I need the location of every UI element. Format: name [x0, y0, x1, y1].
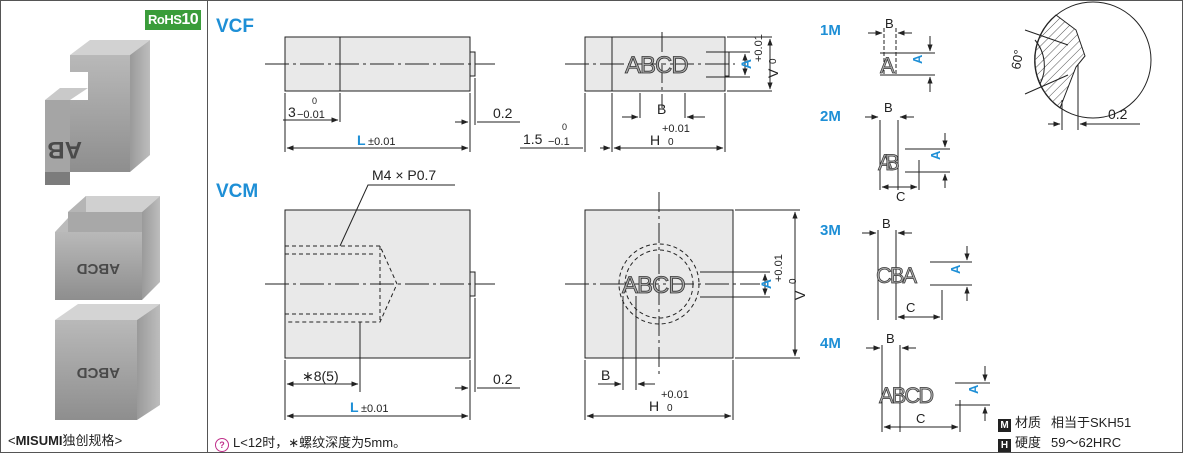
mark-3m-c: C [906, 300, 915, 315]
photo-stamp-4m: ABCD [55, 304, 160, 420]
vcm-side-view [265, 184, 520, 420]
tip-detail [1024, 1, 1152, 130]
mark-2m-glyph-a: A [878, 150, 893, 175]
rohs-badge: RoHS10 [145, 10, 202, 30]
title-vcf: VCF [216, 16, 254, 37]
mark-type-3m: 3M [820, 222, 841, 239]
mark-4m-glyph: ABCD [879, 383, 933, 408]
mark-3m-b: B [882, 216, 891, 231]
vcf-v-tol: +0.01 [753, 34, 765, 62]
vcf-a-label: A [738, 59, 754, 69]
mark-2m-a: A [928, 150, 943, 160]
vcm-h-tol: +0.01 [661, 389, 689, 401]
mark-2m-c: C [896, 189, 905, 204]
vcm-l-label: L [350, 399, 359, 415]
vcf-15-zero: 0 [562, 122, 567, 132]
mark-type-4m: 4M [820, 335, 841, 352]
mark-2m-glyph-b: B [885, 150, 900, 175]
photo-stamp-2m: ABCD [55, 196, 160, 300]
vcm-thread-label: M4 × P0.7 [372, 167, 436, 183]
vcf-3-tol: −0.01 [297, 109, 325, 121]
mark-4m-diagram [866, 345, 990, 432]
photo-stamp-1m-letters: AB [47, 136, 82, 163]
vcf-h-label: H [650, 132, 660, 148]
mark-type-1m: 1M [820, 22, 841, 39]
vcm-b-label: B [601, 367, 610, 383]
tip-angle: 60° [1008, 49, 1026, 71]
vcf-front-view [520, 32, 773, 152]
vcf-v-tol-zero: 0 [768, 58, 779, 64]
vcf-3-tol-zero: 0 [312, 96, 317, 106]
material-icon: M [998, 419, 1011, 432]
vcm-v-tol: +0.01 [773, 254, 785, 282]
mark-1m-a: A [910, 54, 925, 64]
vcf-3-label: 3 [288, 104, 296, 120]
vcm-h-tol-zero: 0 [667, 403, 673, 414]
mark-3m-a: A [948, 264, 963, 274]
vcm-v-tol-zero: 0 [788, 278, 799, 284]
vcf-l-label: L [357, 132, 366, 148]
vcf-l-tol: ±0.01 [368, 136, 395, 148]
vcf-02-label: 0.2 [493, 105, 513, 121]
mark-1m-glyph: A [880, 53, 895, 78]
footnote: ?L<12时，∗螺纹深度为5mm。 [215, 432, 406, 452]
title-vcm: VCM [216, 181, 259, 202]
mark-1m-b: B [885, 16, 894, 31]
vcm-v-label: V [792, 290, 808, 300]
vcf-15-label: 1.5 [523, 131, 543, 147]
photo-stamp-2m-letters: ABCD [77, 260, 120, 277]
photo-stamp-4m-letters: ABCD [77, 364, 120, 381]
mark-2m-b: B [884, 100, 893, 115]
vcf-front-engraving: ABCD [625, 52, 688, 79]
vcm-front-engraving: ABCD [622, 272, 685, 299]
vcf-b-label: B [657, 101, 666, 117]
mark-4m-a: A [966, 384, 981, 394]
mark-3m-diagram [862, 230, 972, 320]
vcm-02-label: 0.2 [493, 371, 513, 387]
vcm-l-tol: ±0.01 [361, 403, 388, 415]
mark-1m-diagram [868, 28, 935, 92]
vcm-depth-label: ∗8(5) [302, 368, 339, 384]
product-photo-panel: RoHS10 AB ABCD [0, 0, 208, 453]
mark-type-2m: 2M [820, 108, 841, 125]
vcf-side-view [265, 36, 520, 152]
mark-4m-c: C [916, 411, 925, 426]
vcm-h-label: H [649, 398, 659, 414]
mark-3m-glyph: CBA [876, 263, 918, 288]
vcf-h-tol: +0.01 [662, 123, 690, 135]
vcm-a-label: A [758, 279, 774, 289]
hardness-icon: H [998, 439, 1011, 452]
mark-2m-diagram [865, 114, 950, 190]
vcf-h-tol-zero: 0 [668, 137, 674, 148]
product-caption: <MISUMI独创规格> [8, 433, 123, 448]
product-photos: AB ABCD ABCD [45, 40, 160, 420]
vcf-v-label: V [765, 68, 781, 78]
mark-4m-b: B [886, 331, 895, 346]
vcm-front-view [565, 192, 800, 420]
vcf-15-tol: −0.1 [548, 136, 570, 148]
photo-stamp-1m: AB [45, 40, 150, 185]
hint-icon: ? [215, 438, 229, 452]
tip-02: 0.2 [1108, 106, 1128, 122]
